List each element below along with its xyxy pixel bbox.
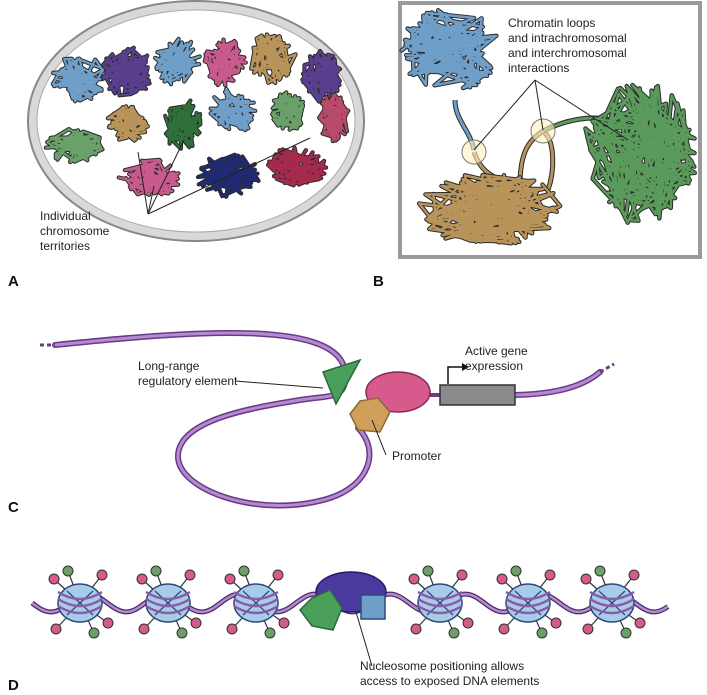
panel-letter-c: C: [8, 499, 19, 516]
territory-5: [249, 32, 298, 86]
green-chromosome-domain: [583, 82, 697, 225]
factor-square: [360, 594, 386, 620]
chromatin-pointer-lines: [473, 79, 629, 151]
territories-label-line1: Individual: [40, 209, 91, 223]
tan-chromosome-domain: [416, 172, 563, 246]
territory-7: [43, 127, 105, 165]
territory-6: [300, 48, 343, 104]
interaction-site-2: [530, 118, 556, 144]
chromatin-label-line1: Chromatin loops: [508, 16, 595, 30]
territory-2: [100, 45, 152, 98]
blue-chromosome-domain: [399, 8, 499, 91]
interaction-site-1: [461, 139, 487, 165]
transcription-arrowhead: [462, 363, 469, 371]
panel-d: Nucleosome positioning allows access to …: [8, 565, 670, 694]
transcription-start-arrow: [447, 366, 462, 384]
nucleosome-3: [224, 565, 290, 639]
territory-14: [195, 152, 261, 199]
dna-loop: [53, 331, 371, 507]
territory-9: [163, 98, 203, 151]
nucleosome-pointer-line: [355, 611, 373, 667]
territory-8: [105, 104, 150, 143]
chromatin-label-line4: interactions: [508, 61, 569, 75]
territory-15: [266, 145, 329, 188]
factor-green-pentagon: [299, 589, 343, 631]
nucleosome-4: [408, 565, 474, 639]
dna-right: [513, 370, 602, 397]
territory-3: [153, 36, 202, 87]
panel-letter-a: A: [8, 273, 19, 290]
territory-1: [50, 56, 106, 104]
territory-pointer-lines: [137, 137, 311, 215]
promoter-label: Promoter: [392, 449, 441, 463]
territories-label-line2: chromosome: [40, 224, 110, 238]
territory-11: [270, 90, 306, 132]
territory-13: [116, 157, 181, 197]
panel-letter-d: D: [8, 677, 19, 694]
active-gene-label-line2: expression: [465, 359, 523, 373]
chromatin-label-line2: and intrachromosomal: [508, 31, 627, 45]
panel-a: Individual chromosome territories A: [8, 0, 365, 290]
territory-4: [202, 37, 248, 88]
panel-letter-b: B: [373, 273, 384, 290]
nucleosome-label-line1: Nucleosome positioning allows: [360, 659, 524, 673]
gene-box: [439, 384, 516, 406]
territory-12: [317, 92, 351, 144]
accessible-region-factors: [299, 571, 387, 631]
regulatory-pointer-line: [234, 380, 324, 389]
promoter-pointer-line: [371, 419, 387, 456]
nucleosomes: [48, 565, 646, 639]
nucleosome-label-line2: access to exposed DNA elements: [360, 674, 539, 688]
active-gene-label-line1: Active gene: [465, 344, 528, 358]
nucleosome-1: [48, 565, 114, 639]
regulatory-element-triangle: [322, 358, 362, 406]
nucleosome-5: [496, 565, 562, 639]
panel-c: Long-range regulatory element Active gen…: [8, 329, 615, 516]
chromatin-label-line3: and interchromosomal: [508, 46, 627, 60]
panel-b: Chromatin loops and intrachromosomal and…: [373, 1, 702, 290]
territories-label-line3: territories: [40, 239, 90, 253]
dna-right-dash: [599, 362, 615, 374]
regulatory-label-line1: Long-range: [138, 359, 200, 373]
promoter-pentagon: [349, 397, 391, 433]
territory-10: [208, 86, 258, 133]
nucleosome-6: [580, 565, 646, 639]
nucleosome-2: [136, 565, 202, 639]
regulatory-label-line2: regulatory element: [138, 374, 238, 388]
chromosome-territories: [43, 32, 351, 199]
